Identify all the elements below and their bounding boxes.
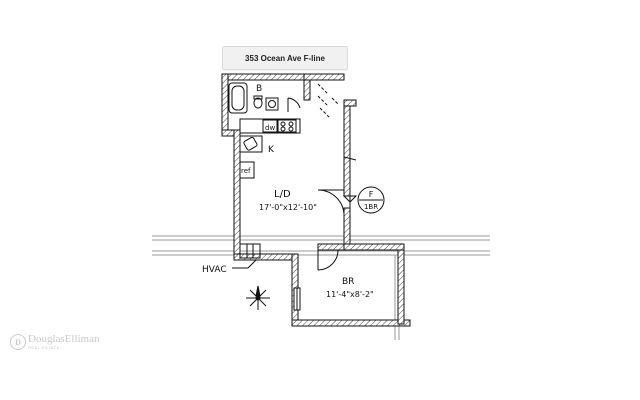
walls (221, 73, 411, 327)
kitchen-label: K (268, 145, 275, 155)
brand-logo-icon: D (10, 334, 26, 350)
living-dining-dimensions: 17'-0"x12'-10" (259, 203, 317, 212)
bedroom-label: BR (342, 277, 354, 287)
unit-badge (357, 186, 385, 214)
watermark-subtitle: REAL ESTATE (28, 345, 60, 350)
compass-icon (246, 285, 270, 310)
unit-line-label: F (369, 190, 374, 199)
stove-icon (277, 119, 297, 133)
watermark: D DouglasElliman REAL ESTATE (10, 334, 100, 350)
entry-door (317, 156, 358, 215)
bedroom-window (293, 287, 301, 311)
bathtub-icon (228, 82, 248, 114)
sink-icon (265, 97, 279, 111)
toilet-icon (253, 97, 263, 109)
hvac-label: HVAC (202, 265, 227, 275)
unit-type-label: 1BR (364, 203, 378, 211)
dishwasher-label: dw (265, 124, 275, 132)
kitchen-fixtures (239, 118, 301, 179)
bath-label: B (256, 84, 262, 94)
bedroom-door (317, 249, 339, 271)
plan-title: 353 Ocean Ave F-line (222, 46, 348, 70)
living-dining-label: L/D (274, 189, 291, 200)
kitchen-sink-icon (239, 135, 263, 153)
hvac-unit (232, 243, 261, 269)
refrigerator-label: ref (241, 167, 251, 175)
bedroom-dimensions: 11'-4"x8'-2" (326, 290, 374, 299)
refrigerator-icon (239, 161, 255, 179)
watermark-brand: DouglasElliman (28, 333, 100, 345)
bathroom (228, 82, 301, 114)
closet-doors (317, 83, 339, 119)
